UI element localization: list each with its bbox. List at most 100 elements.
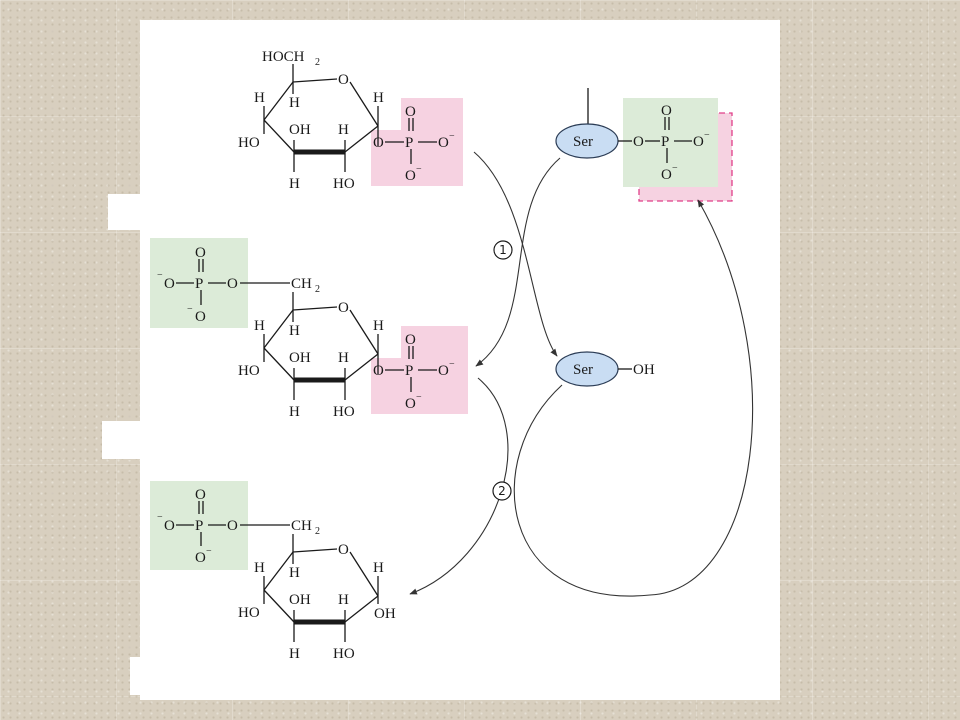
c3-oh: OH — [289, 122, 311, 138]
ser-residue-label: Ser — [573, 362, 593, 378]
c1-phosphate-o: O — [373, 135, 384, 151]
glucose-6-phosphate: − O P O O O − CH 2 O H H HO OH H H HO H — [150, 481, 396, 662]
panel-tab-1 — [108, 194, 142, 230]
c1-h: H — [373, 560, 384, 576]
phosphorus-c1: P — [405, 363, 413, 379]
ring-oxygen: O — [338, 542, 349, 558]
o-c1-bond — [349, 551, 379, 597]
phosphate-o-left: O — [164, 276, 175, 292]
phosphate-o-top: O — [661, 103, 672, 119]
phosphoenzyme: Ser O P O O − O − — [555, 88, 733, 202]
phosphate-o-bottom: O — [405, 168, 416, 184]
c2-h: H — [338, 122, 349, 138]
ser-hydroxyl: OH — [633, 362, 655, 378]
panel-tab-3 — [130, 657, 142, 695]
ser-o-link: O — [633, 134, 644, 150]
c6-phosphate-highlight — [150, 481, 248, 570]
c4-ho: HO — [238, 135, 260, 151]
charge-left: − — [157, 512, 163, 523]
c1-oh: OH — [374, 606, 396, 622]
c5-o-bond — [292, 548, 338, 553]
substrate-to-enzyme-arrow-1 — [473, 151, 558, 357]
c3-oh: OH — [289, 350, 311, 366]
step-1-label: 1 — [499, 243, 507, 257]
o-c1-bond — [349, 309, 379, 355]
c5-h: H — [289, 565, 300, 581]
glucose-1-phosphate: HOCH 2 O H H HO OH H H HO H O P O O − O … — [238, 49, 463, 192]
c4-ho: HO — [238, 363, 260, 379]
c4-h: H — [254, 90, 265, 106]
c2-ho: HO — [333, 646, 355, 662]
charge-right: − — [449, 131, 455, 142]
c2-h: H — [338, 592, 349, 608]
c2-c1-bond — [344, 125, 379, 153]
panel-tab-2 — [102, 421, 142, 459]
c6-methylene-label: CH — [291, 518, 312, 534]
charge-right: − — [704, 130, 710, 141]
phosphate-transfer-arrow-1 — [475, 157, 561, 367]
phosphate-o-top: O — [195, 245, 206, 261]
c2-h: H — [338, 350, 349, 366]
c5-c4-bond — [263, 81, 294, 121]
charge-bottom: − — [672, 163, 678, 174]
step-1-circle — [493, 240, 513, 260]
c4-c3-bond — [263, 119, 295, 153]
c4-h: H — [254, 318, 265, 334]
phosphorus-c6: P — [195, 276, 203, 292]
phosphate-o-link: O — [227, 276, 238, 292]
c4-c3-bond — [263, 347, 295, 381]
c4-h: H — [254, 560, 265, 576]
phosphate-o-right: O — [438, 363, 449, 379]
o-c1-bond — [349, 81, 379, 127]
highlight-notch — [371, 326, 401, 358]
c2-ho: HO — [333, 176, 355, 192]
enzyme-phosphate-highlight — [623, 98, 718, 187]
c2-c1-bond — [344, 353, 379, 381]
ser-residue-label: Ser — [573, 134, 593, 150]
c1-phosphate-o: O — [373, 363, 384, 379]
c5-o-bond — [292, 78, 338, 83]
c5-h: H — [289, 95, 300, 111]
phosphate-o-bottom: O — [405, 396, 416, 412]
phosphate-o-bottom: O — [195, 309, 206, 325]
phosphorus: P — [405, 135, 413, 151]
phosphate-o-right: O — [693, 134, 704, 150]
enzyme-regeneration-arrow — [513, 199, 754, 597]
charge-bottom: − — [206, 546, 212, 557]
c6-hydroxymethyl-label: HOCH — [262, 49, 305, 65]
phosphate-o-bottom: O — [661, 167, 672, 183]
c3-h: H — [289, 176, 300, 192]
c3-h: H — [289, 646, 300, 662]
phosphate-o-right: O — [438, 135, 449, 151]
phosphate-o-top: O — [405, 104, 416, 120]
c3-h: H — [289, 404, 300, 420]
c4-ho: HO — [238, 605, 260, 621]
c6-subscript: 2 — [315, 284, 320, 295]
charge-left: − — [157, 270, 163, 281]
c5-o-bond — [292, 306, 338, 311]
c6-subscript: 2 — [315, 526, 320, 537]
c1-h: H — [373, 90, 384, 106]
phosphorus: P — [661, 134, 669, 150]
dephosphoenzyme: Ser OH — [555, 351, 655, 387]
phosphorus-c6: P — [195, 518, 203, 534]
step-marker-2: 2 — [492, 481, 512, 501]
glucose-1-6-bisphosphate: − O P O O − O CH 2 O H H HO OH H H HO H — [150, 238, 468, 420]
phosphate-o-top: O — [195, 487, 206, 503]
phosphate-o-bottom: O — [195, 550, 206, 566]
c1-h: H — [373, 318, 384, 334]
c5-c4-bond — [263, 551, 294, 591]
charge-bottom: − — [416, 164, 422, 175]
c6-methylene-label: CH — [291, 276, 312, 292]
charge-right: − — [449, 359, 455, 370]
c2-c1-bond — [344, 595, 379, 623]
c5-h: H — [289, 323, 300, 339]
charge-bottom: − — [187, 304, 193, 315]
ring-oxygen: O — [338, 300, 349, 316]
c4-c3-bond — [263, 589, 295, 623]
step-marker-1: 1 — [493, 240, 513, 260]
step-2-circle — [492, 481, 512, 501]
c6-phosphate-highlight — [150, 238, 248, 328]
phosphate-o-left: O — [164, 518, 175, 534]
